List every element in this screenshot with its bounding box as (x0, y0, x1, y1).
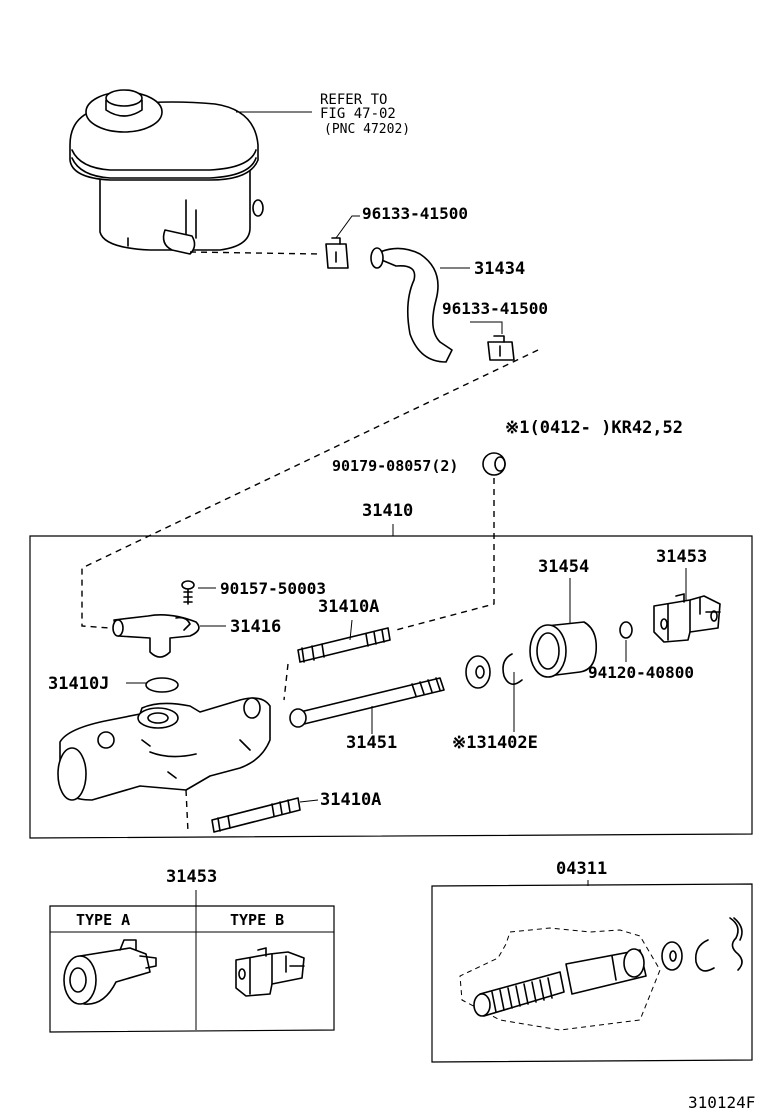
piston-drawing (529, 621, 598, 678)
label-stud-lower: 31410A (320, 790, 381, 810)
label-assembly: 31410 (362, 501, 413, 521)
washer-drawing (465, 655, 491, 689)
refer-line-2: FIG 47-02 (320, 106, 396, 122)
refer-line-3: (PNC 47202) (324, 122, 410, 137)
note-1: ※1(0412- )KR42,52 (505, 418, 683, 438)
refer-line-1: REFER TO (320, 92, 387, 108)
type-a-header: TYPE A (76, 911, 130, 929)
kit-spring-drawing (729, 917, 743, 971)
kit-washer-drawing (661, 941, 683, 971)
small-ring-drawing (619, 621, 633, 639)
type-table-title: 31453 (166, 867, 217, 887)
kit-title: 04311 (556, 859, 607, 879)
label-screw: 90157-50003 (220, 579, 326, 598)
grommet-drawing (482, 452, 506, 476)
label-small-ring: 94120-40800 (588, 663, 694, 682)
master-cylinder-drawing (57, 663, 289, 833)
label-grommet: 90179-08057(2) (332, 457, 458, 475)
label-seal-kit: ※131402E (452, 733, 538, 753)
stud-lower-drawing (211, 797, 301, 833)
label-bracket: 31453 (656, 547, 707, 567)
figure-id: 310124F (688, 1093, 755, 1112)
label-clip-upper: 96133-41500 (362, 204, 468, 223)
hose-clip-lower-drawing (487, 335, 515, 361)
label-stud-upper: 31410A (318, 597, 379, 617)
label-hose: 31434 (474, 259, 525, 279)
kit-snap-ring-drawing (694, 939, 715, 972)
screw-drawing (181, 580, 195, 605)
label-connector: 31416 (230, 617, 281, 637)
label-rod: 31451 (346, 733, 397, 753)
hose-drawing (370, 247, 453, 363)
rod-drawing (289, 677, 445, 728)
type-b-drawing (235, 947, 305, 997)
oring-drawing (145, 677, 179, 693)
type-table-frame (49, 905, 335, 1033)
label-clip-lower: 96133-41500 (442, 299, 548, 318)
snap-ring-drawing (502, 653, 523, 685)
hose-clip-upper-drawing (325, 237, 349, 269)
kit-piston-drawing (473, 948, 647, 1017)
kit-ghost-body-drawing (459, 927, 661, 1031)
label-piston: 31454 (538, 557, 589, 577)
bracket-drawing (653, 593, 721, 643)
label-oring: 31410J (48, 674, 109, 694)
kit-frame (431, 883, 753, 1063)
type-b-header: TYPE B (230, 911, 284, 929)
reservoir-tank-drawing (69, 89, 264, 255)
type-a-drawing (63, 939, 157, 1005)
stud-upper-drawing (297, 627, 391, 663)
connector-drawing (112, 614, 200, 658)
assembly-frame (29, 535, 753, 839)
